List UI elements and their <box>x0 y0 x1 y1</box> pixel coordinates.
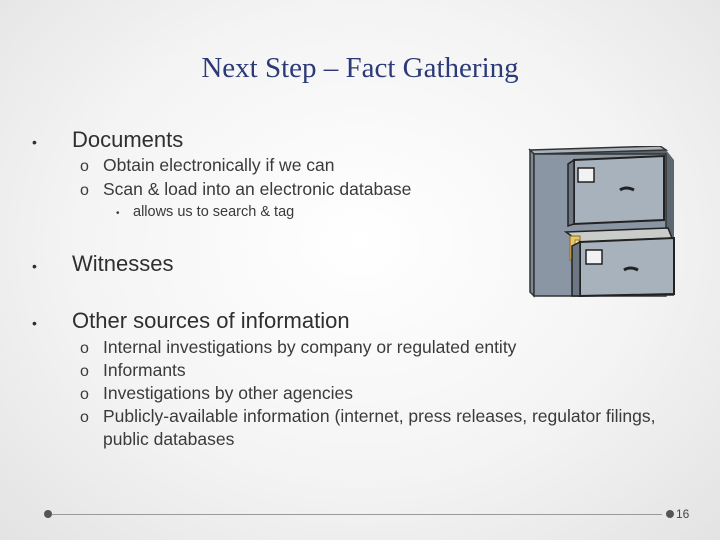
sub-bullet-text: Internal investigations by company or re… <box>103 337 517 357</box>
sub-bullet-glyph: o <box>80 158 89 175</box>
footer-right-dot <box>666 510 674 518</box>
sub-sub-bullet-text: allows us to search & tag <box>133 204 295 220</box>
sub-bullet-glyph: o <box>80 182 89 199</box>
bullet-other-sources: • Other sources of information <box>30 308 350 334</box>
bullet-glyph: • <box>116 208 120 219</box>
bullet-glyph: • <box>32 258 37 274</box>
sub-bullet-public-info: o Publicly-available information (intern… <box>80 405 683 451</box>
sub-bullet-internal: o Internal investigations by company or … <box>80 336 516 360</box>
bullet-label: Witnesses <box>72 251 174 276</box>
sub-bullet-glyph: o <box>80 363 89 380</box>
sub-sub-bullet-search: • allows us to search & tag <box>116 204 294 220</box>
sub-bullet-informants: o Informants <box>80 359 186 383</box>
filing-cabinet-icon <box>528 146 675 298</box>
sub-bullet-glyph: o <box>80 409 89 426</box>
sub-bullet-text: Investigations by other agencies <box>103 383 354 403</box>
sub-bullet-text: Scan & load into an electronic database <box>103 179 412 199</box>
sub-bullet-glyph: o <box>80 386 89 403</box>
bullet-label: Other sources of information <box>72 308 350 333</box>
bullet-documents: • Documents <box>30 127 183 153</box>
bullet-glyph: • <box>32 134 37 150</box>
sub-bullet-text: Obtain electronically if we can <box>103 155 335 175</box>
sub-bullet-obtain: o Obtain electronically if we can <box>80 154 335 178</box>
slide-title: Next Step – Fact Gathering <box>201 52 519 84</box>
bullet-witnesses: • Witnesses <box>30 251 173 277</box>
bullet-label: Documents <box>72 127 184 152</box>
footer-divider <box>52 514 662 515</box>
sub-bullet-scan: o Scan & load into an electronic databas… <box>80 178 411 202</box>
sub-bullet-text: Publicly-available information (internet… <box>103 406 656 449</box>
page-number: 16 <box>676 507 690 521</box>
footer-left-dot <box>44 510 52 518</box>
bullet-glyph: • <box>32 315 37 331</box>
sub-bullet-agencies: o Investigations by other agencies <box>80 382 353 406</box>
sub-bullet-glyph: o <box>80 340 89 357</box>
sub-bullet-text: Informants <box>103 360 186 380</box>
